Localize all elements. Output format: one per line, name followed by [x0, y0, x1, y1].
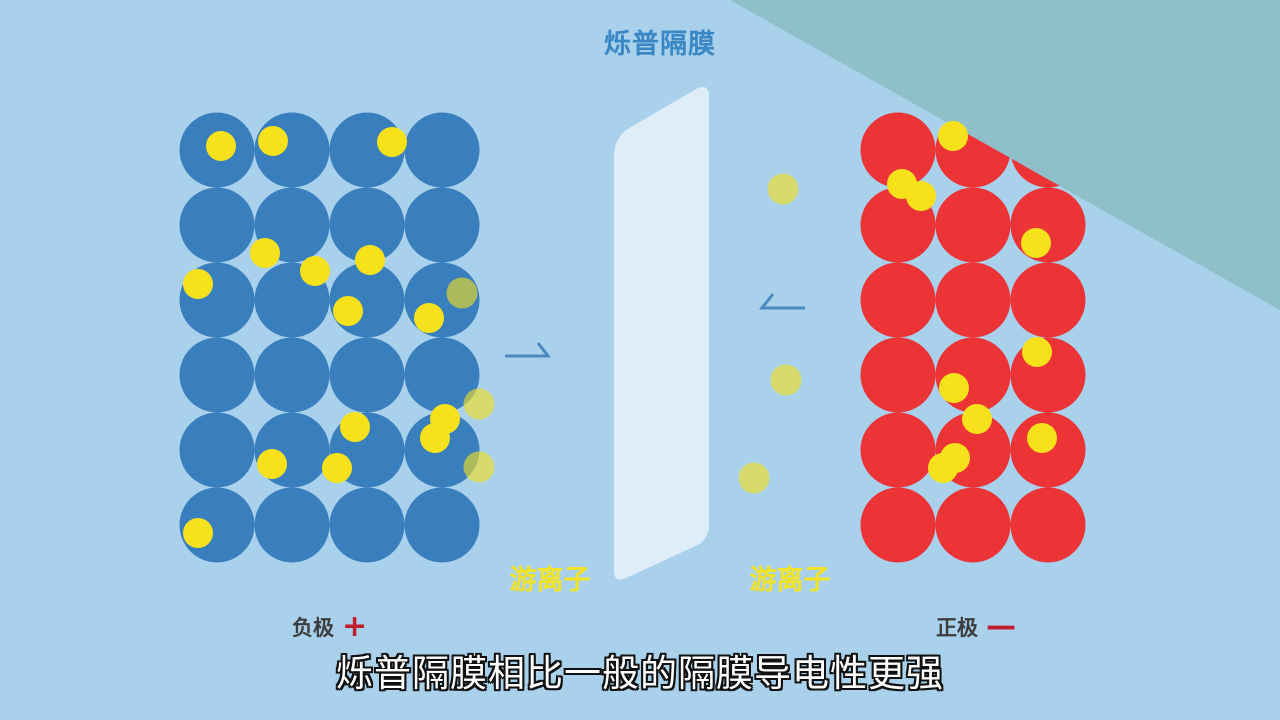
- ion: [420, 423, 450, 453]
- ion: [928, 453, 958, 483]
- anode-particle: [329, 487, 405, 563]
- ion: [938, 121, 968, 151]
- ion: [183, 518, 213, 548]
- anode-particle: [404, 187, 480, 263]
- anode-particle: [254, 337, 330, 413]
- ion-in-transit: [446, 277, 478, 309]
- cathode-particle: [860, 412, 936, 488]
- ion: [333, 296, 363, 326]
- anode-sign: +: [342, 609, 368, 644]
- anode-particle: [404, 487, 480, 563]
- anode-particle: [254, 487, 330, 563]
- anode-particle: [404, 112, 480, 188]
- anode-particle: [404, 337, 480, 413]
- cathode-particle: [1010, 487, 1086, 563]
- cathode-particle: [935, 262, 1011, 338]
- caption-subtitle: 烁普隔膜相比一般的隔膜导电性更强: [336, 652, 944, 695]
- anode-particle: [329, 337, 405, 413]
- ion: [939, 373, 969, 403]
- ion: [258, 126, 288, 156]
- anode-particle: [179, 337, 255, 413]
- ion-in-transit: [463, 451, 495, 483]
- anode-particle-grid: [179, 112, 480, 563]
- cathode-particle: [935, 187, 1011, 263]
- ion-in-transit: [770, 364, 802, 396]
- ion-in-transit: [738, 462, 770, 494]
- cathode-particle: [860, 337, 936, 413]
- cathode-label: 正极 —: [936, 612, 1016, 642]
- ion: [340, 412, 370, 442]
- corner-overlay-front: [730, 0, 1280, 310]
- free-ions: [183, 121, 1057, 548]
- ion: [355, 245, 385, 275]
- ion: [1021, 228, 1051, 258]
- cathode-label-text: 正极: [936, 616, 978, 640]
- ion: [257, 449, 287, 479]
- ion: [1027, 423, 1057, 453]
- ion: [906, 181, 936, 211]
- ion-in-transit: [767, 173, 799, 205]
- cathode-particle: [860, 487, 936, 563]
- anode-particle: [179, 187, 255, 263]
- ion-in-transit: [463, 388, 495, 420]
- ion: [377, 127, 407, 157]
- ion: [250, 238, 280, 268]
- cathode-particle: [935, 487, 1011, 563]
- ion: [414, 303, 444, 333]
- ion: [962, 404, 992, 434]
- anode-particle: [179, 412, 255, 488]
- anode-label-text: 负极: [292, 616, 334, 640]
- free-ion-label-left: 游离子: [509, 565, 591, 596]
- anode-particle: [329, 187, 405, 263]
- ion: [183, 269, 213, 299]
- cathode-sign: —: [986, 609, 1016, 644]
- cathode-particle: [1010, 262, 1086, 338]
- cathode-particle: [860, 262, 936, 338]
- separator-membrane: [614, 87, 709, 580]
- anode-label: 负极 +: [292, 612, 367, 642]
- arrow-left-icon: [758, 293, 805, 310]
- ion: [300, 256, 330, 286]
- ion: [322, 453, 352, 483]
- arrow-right-icon: [505, 342, 552, 358]
- free-ion-label-right: 游离子: [749, 565, 831, 596]
- cathode-particle: [860, 112, 936, 188]
- diagram-title: 烁普隔膜: [604, 29, 716, 60]
- ion: [206, 131, 236, 161]
- ion: [1022, 337, 1052, 367]
